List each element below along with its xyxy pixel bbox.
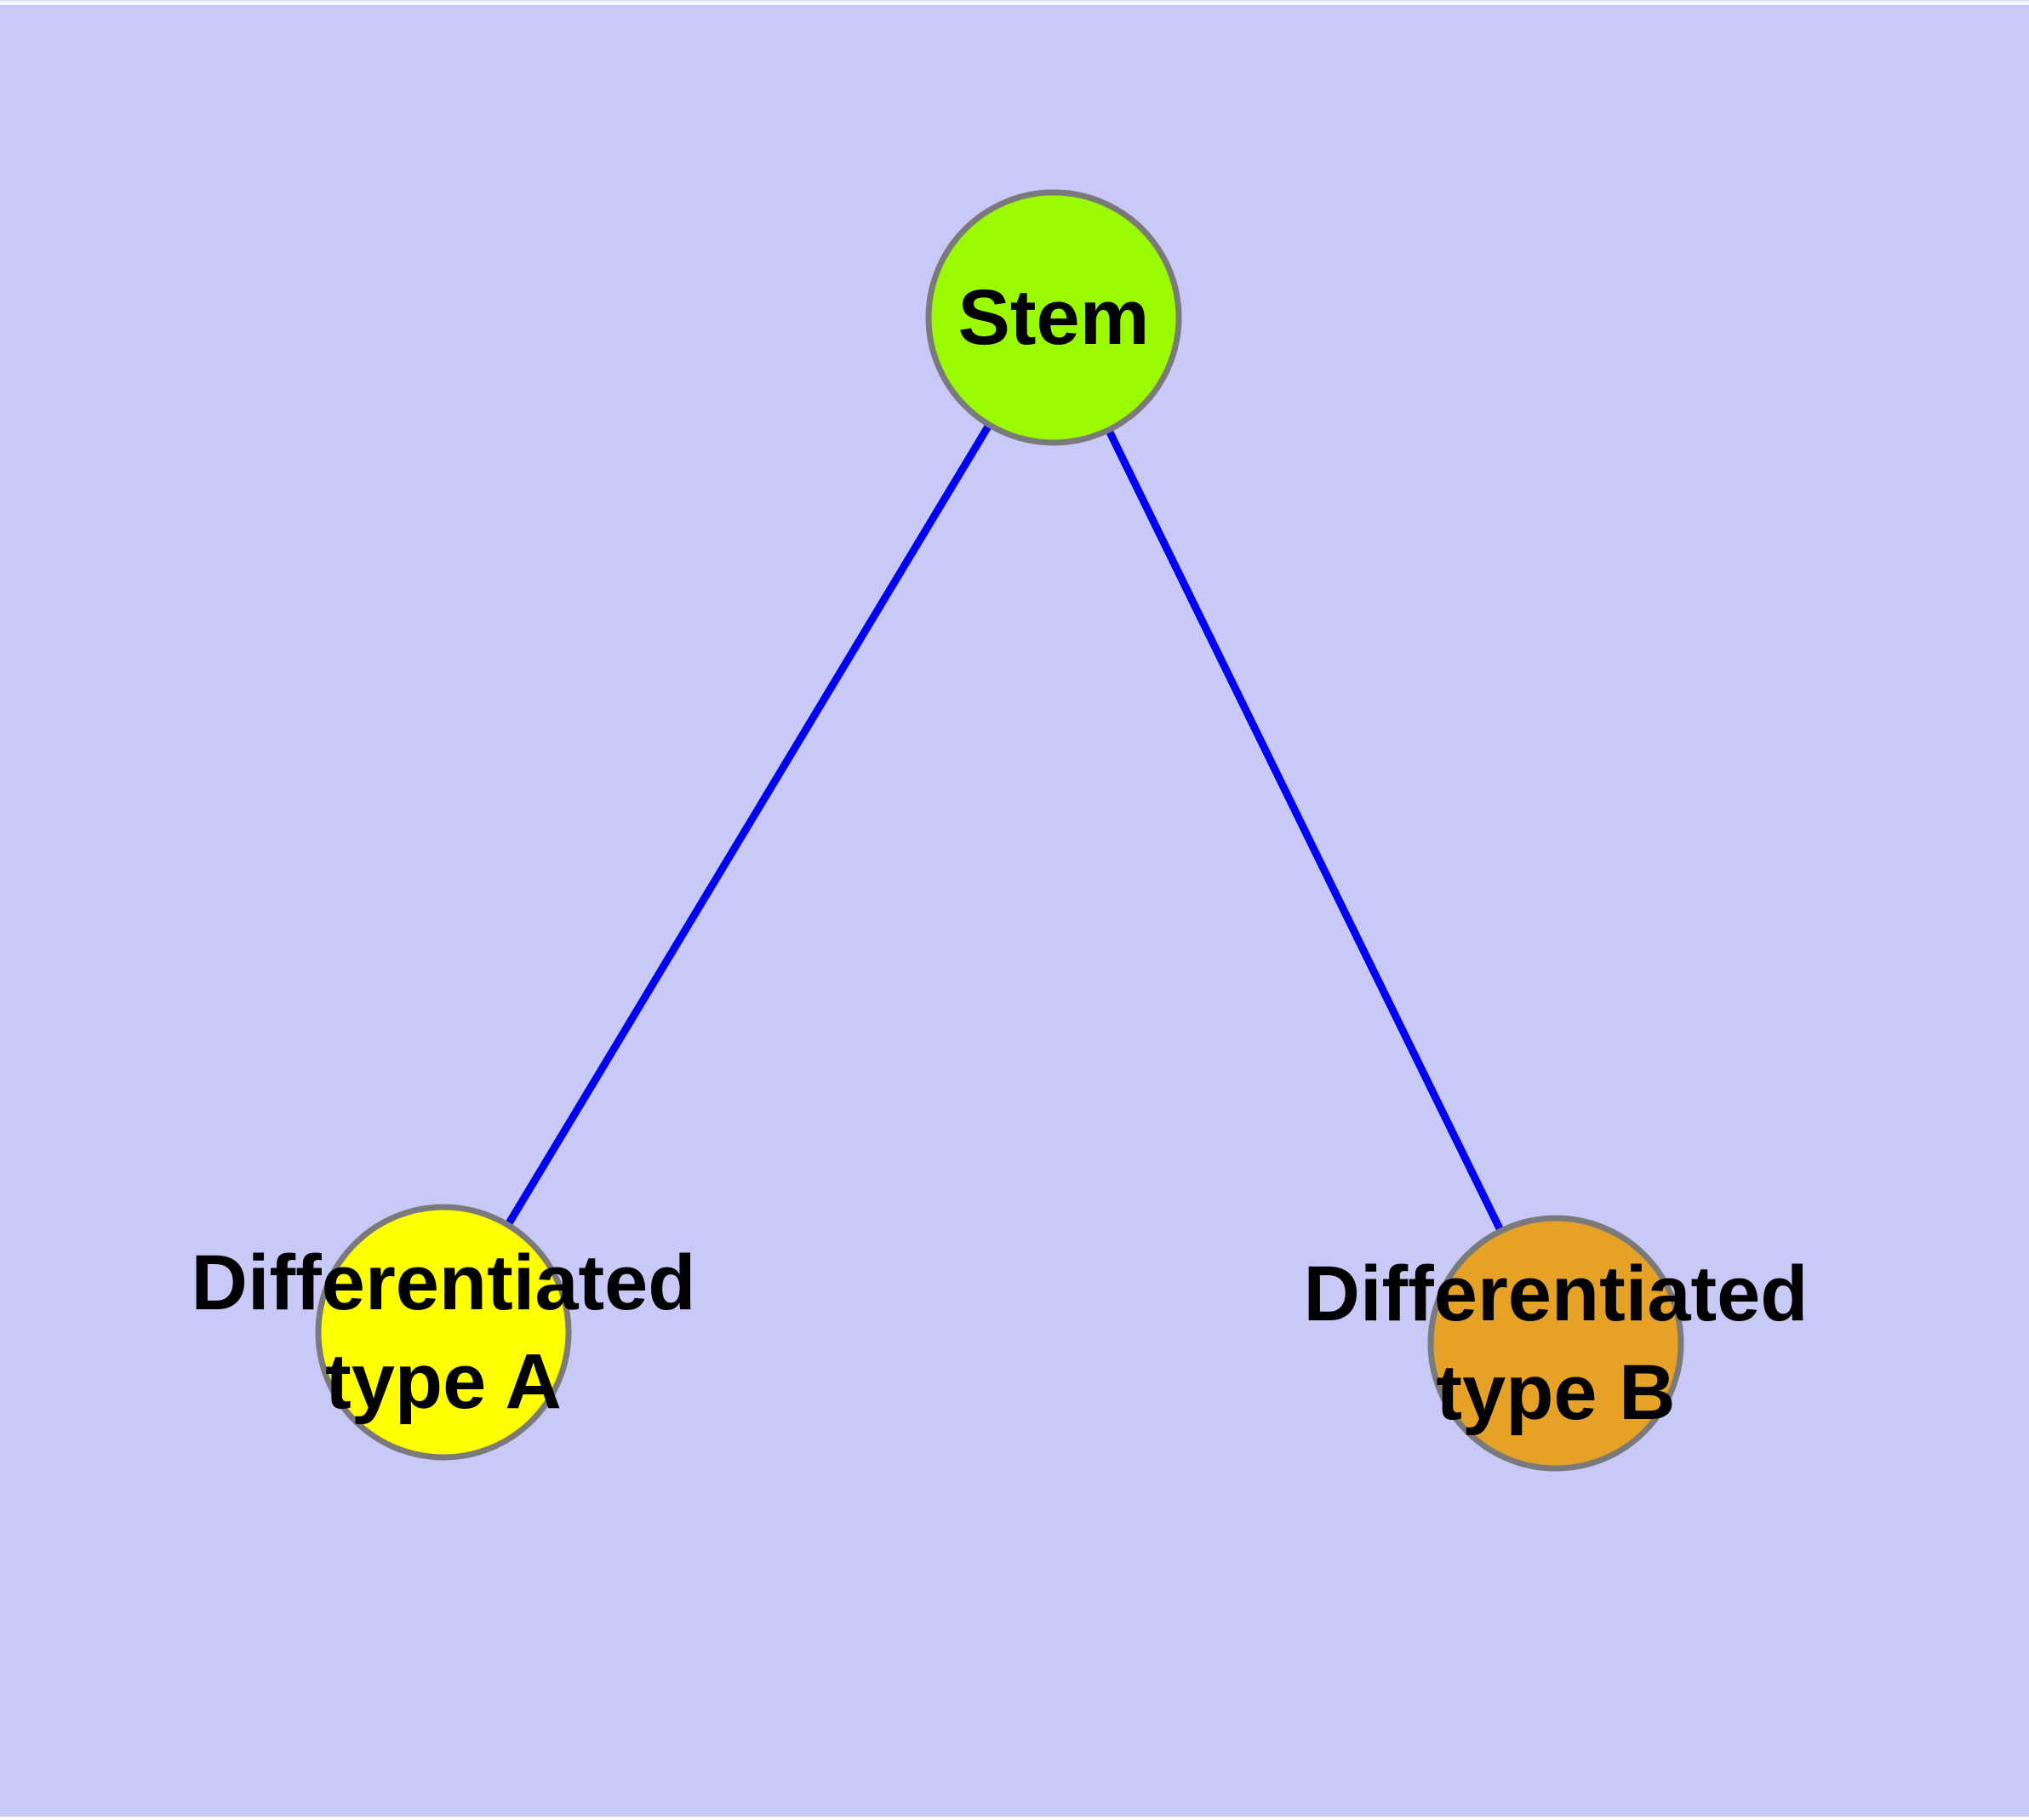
node-type-a-label-line1: Differentiated xyxy=(191,1239,696,1326)
edge-stem-to-type-a[interactable] xyxy=(440,315,1057,1335)
node-type-a-label-line2: type A xyxy=(325,1338,562,1425)
node-type-b-circle[interactable] xyxy=(1427,1215,1684,1472)
node-type-a-label: Differentiated type A xyxy=(191,1233,696,1431)
canvas-top-edge xyxy=(0,0,2029,5)
node-type-b-label: Differentiated type B xyxy=(1304,1245,1809,1442)
canvas-bottom-edge xyxy=(0,1817,2029,1820)
node-stem-label-line1: Stem xyxy=(957,274,1150,361)
node-stem-circle[interactable] xyxy=(925,189,1182,446)
node-stem-label: Stem xyxy=(958,268,1150,367)
node-type-a-circle[interactable] xyxy=(315,1204,572,1461)
node-type-b-label-line1: Differentiated xyxy=(1303,1251,1809,1337)
node-type-b-label-line2: type B xyxy=(1436,1349,1676,1436)
edge-stem-to-type-b[interactable] xyxy=(1049,316,1560,1345)
